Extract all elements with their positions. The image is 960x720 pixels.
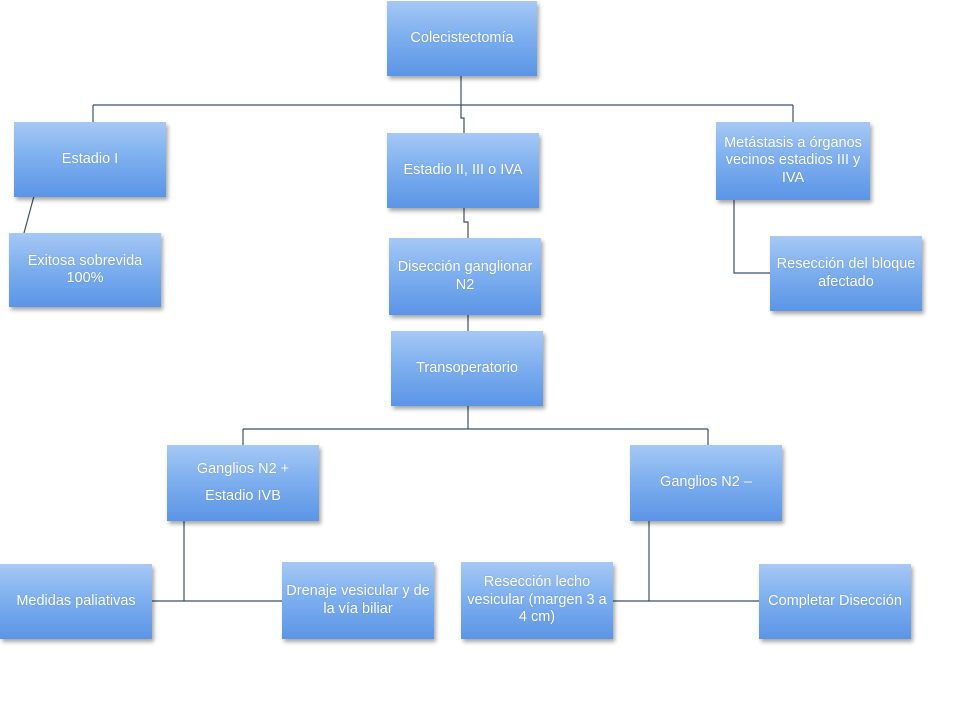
- node-metastasis: Metástasis a órganos vecinos estadios II…: [716, 122, 870, 200]
- node-label: Transoperatorio: [416, 359, 518, 376]
- node-reseccion-lecho: Resección lecho vesicular (margen 3 a 4 …: [461, 562, 613, 639]
- node-label: Exitosa sobrevida 100%: [27, 252, 143, 286]
- node-label: Medidas paliativas: [16, 592, 136, 609]
- node-colecistectomia: Colecistectomía: [387, 1, 537, 76]
- node-label: Resección del bloque afectado: [776, 256, 916, 290]
- node-label: Completar Disección: [768, 592, 902, 609]
- node-exitosa-sobrevida: Exitosa sobrevida 100%: [9, 233, 161, 307]
- node-label: Disección ganglionar N2: [397, 259, 533, 293]
- node-medidas-paliativas: Medidas paliativas: [0, 564, 152, 639]
- node-transoperatorio: Transoperatorio: [391, 331, 543, 406]
- node-completar-diseccion: Completar Disección: [759, 564, 911, 639]
- node-estadio-ii-iii-iva: Estadio II, III o IVA: [387, 133, 539, 208]
- node-ganglios-n2-positivo: Ganglios N2 + Estadio IVB: [167, 445, 319, 521]
- node-label: Resección lecho vesicular (margen 3 a 4 …: [467, 574, 607, 626]
- node-label: Estadio II, III o IVA: [403, 161, 523, 178]
- node-ganglios-n2-negativo: Ganglios N2 –: [630, 445, 782, 521]
- node-label: Colecistectomía: [410, 29, 514, 46]
- node-reseccion-bloque: Resección del bloque afectado: [770, 236, 922, 311]
- node-label: Drenaje vesicular y de la vía biliar: [286, 583, 430, 617]
- node-label: Metástasis a órganos vecinos estadios II…: [724, 134, 862, 186]
- node-label: Estadio I: [61, 150, 119, 167]
- node-diseccion-ganglionar: Disección ganglionar N2: [389, 238, 541, 315]
- node-label-line2: Estadio IVB: [205, 487, 281, 504]
- node-estadio-i: Estadio I: [14, 122, 166, 197]
- node-drenaje-vesicular: Drenaje vesicular y de la vía biliar: [282, 562, 434, 639]
- node-label: Ganglios N2 –: [660, 474, 752, 491]
- node-label-line1: Ganglios N2 +: [196, 461, 290, 478]
